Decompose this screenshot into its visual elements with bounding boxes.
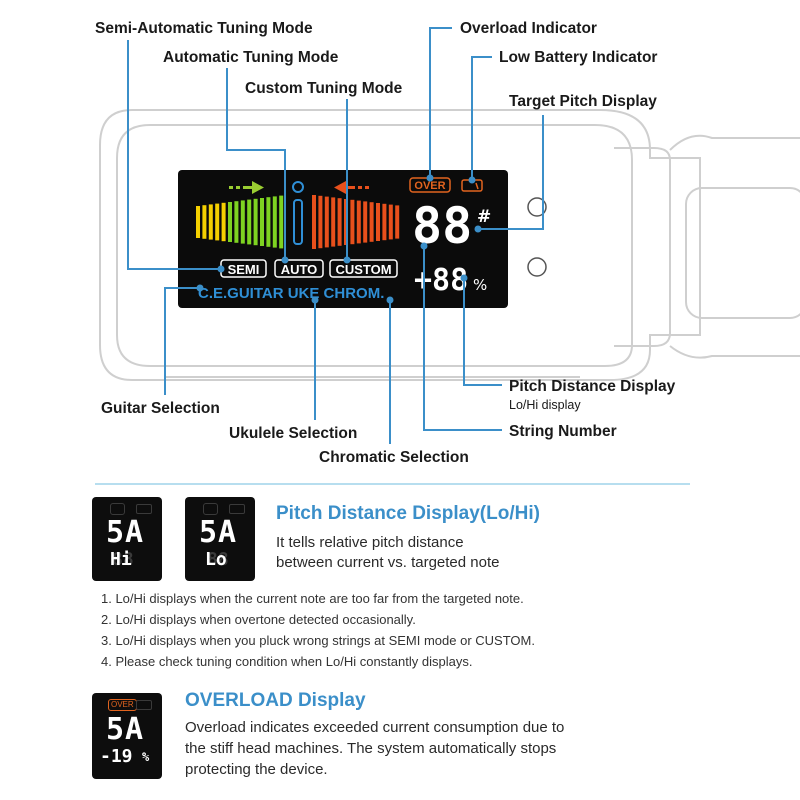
in-tune-indicator-icon [292,181,304,245]
tuning-bar-left [279,195,284,249]
note-1: 1. Lo/Hi displays when the current note … [101,591,524,606]
thumb-ghost-digits: 88 [207,549,229,570]
thumb-overload-display: OVER 5A -19 % [92,693,162,779]
callout-lines [127,27,544,444]
device-outline [99,109,800,381]
thumb-over-dim-icon [203,503,218,515]
thumb-hi-small: Hi [110,549,132,570]
tuning-bar-left [202,205,207,239]
label-ukulele-selection: Ukulele Selection [229,425,358,442]
tuning-bar-right [312,195,316,249]
tuning-bar-right [382,203,387,241]
tuning-bar-right [376,203,380,241]
tuning-bar-left [253,198,258,246]
thumb-lo-big: 5A [199,515,238,550]
tuning-bar-left [221,202,226,242]
tuning-bar-left [260,198,264,246]
label-guitar-selection: Guitar Selection [101,400,220,417]
note-4: 4. Please check tuning condition when Lo… [101,654,473,669]
label-semi-auto-mode: Semi-Automatic Tuning Mode [95,20,313,37]
thumb-overload-big: 5A [106,712,145,747]
note-3: 3. Lo/Hi displays when you pluck wrong s… [101,633,535,648]
tuning-bar-left [208,204,213,240]
thumb-lo-small: Lo [205,549,227,570]
mode-semi-text: SEMI [228,262,260,277]
mode-auto-text: AUTO [281,262,318,277]
label-pitch-distance: Pitch Distance Display [509,378,676,395]
battery-icon [136,504,152,514]
instrument-row: C.E.GUITAR UKE CHROM. [198,285,384,302]
note-2: 2. Lo/Hi displays when overtone detected… [101,612,416,627]
tuning-bars-right [312,195,400,249]
label-custom-mode: Custom Tuning Mode [245,80,403,97]
tuning-bar-left [247,199,252,245]
tuning-bar-right [369,202,374,242]
mode-auto-box [274,259,324,278]
tuning-bar-right [337,198,342,246]
label-chromatic-selection: Chromatic Selection [319,449,469,466]
tuning-bars-left [196,195,284,249]
tuning-bar-right [331,197,336,247]
thumb-hi-big: 5A [106,515,145,550]
battery-icon [136,700,152,710]
pitch-section-title: Pitch Distance Display(Lo/Hi) [276,503,540,524]
battery-icon [229,504,245,514]
thumb-over-dim-icon [110,503,125,515]
overload-section-line3: protecting the device. [185,761,328,778]
label-string-number: String Number [509,423,617,440]
overload-section-line1: Overload indicates exceeded current cons… [185,719,565,736]
over-badge-text: OVER [414,180,445,192]
label-auto-mode: Automatic Tuning Mode [163,49,339,66]
thumb-overload-pct: % [142,750,150,764]
tuning-bar-right [356,200,361,244]
percent-symbol: % [473,276,487,294]
pitch-section-line1: It tells relative pitch distance [276,534,464,551]
arrow-left-icon [334,181,369,194]
tuning-bar-left [266,197,271,247]
thumb-over-badge: OVER [108,699,137,711]
label-pitch-distance-sub: Lo/Hi display [509,398,581,412]
tuning-bar-right [324,196,329,248]
thumb-overload-small: -19 [100,746,133,767]
tuning-bar-right [363,201,368,243]
pitch-section-line2: between current vs. targeted note [276,554,500,571]
tuning-bar-left [215,203,220,241]
tuning-bar-right [388,204,393,240]
mode-custom-box [329,259,398,278]
label-low-battery: Low Battery Indicator [499,49,658,66]
pitch-distance-digits: +88 [414,263,468,298]
label-target-pitch: Target Pitch Display [509,93,657,110]
tuning-bar-right [350,199,355,245]
overload-section-line2: the stiff head machines. The system auto… [185,740,557,757]
overload-section-title: OVERLOAD Display [185,690,366,711]
button-upper[interactable] [527,197,547,217]
tuning-bar-left [240,200,245,244]
thumb-hi-display: 5A 88 Hi [92,497,162,581]
tuning-bar-right [318,195,323,249]
tuning-bar-left [228,202,232,242]
button-lower[interactable] [527,257,547,277]
arrow-right-icon [229,181,264,194]
thumb-lo-display: 5A 88 Lo [185,497,255,581]
mode-custom-text: CUSTOM [335,262,391,277]
thumb-ghost-digits: 88 [112,549,134,570]
callout-dots [196,174,482,304]
sharp-symbol: # [477,207,491,227]
tuning-bar-right [395,205,400,239]
label-overload-indicator: Overload Indicator [460,20,597,37]
tuning-bar-left [272,196,277,248]
tuning-bar-left [196,206,200,238]
tuning-bar-left [234,201,239,243]
